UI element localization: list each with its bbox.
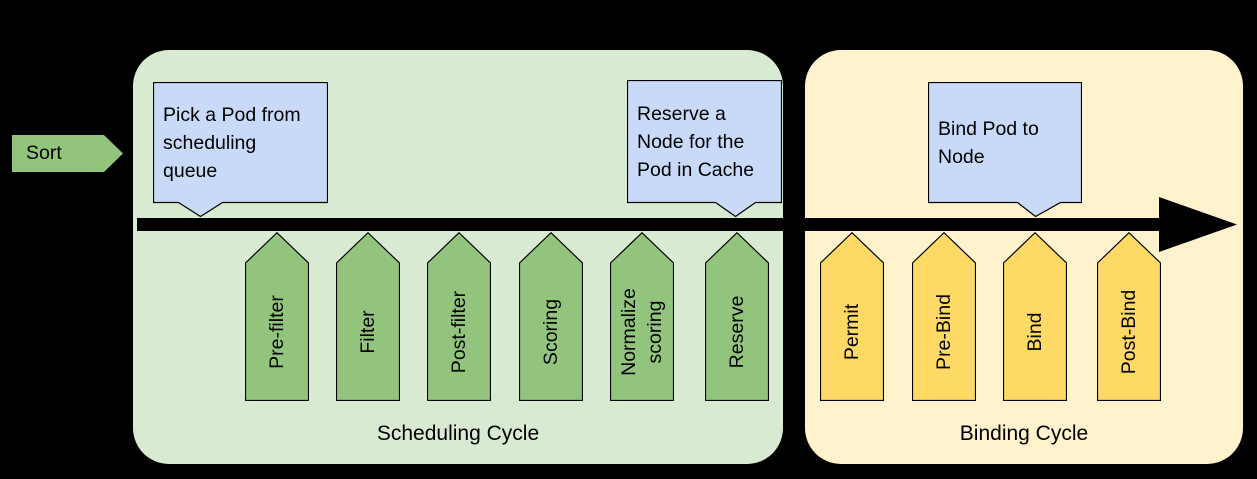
stage-label: Pre-Bind: [933, 294, 955, 370]
callout-text: Bind Pod to Node: [938, 117, 1039, 168]
up-arrow-shape: [912, 232, 976, 401]
stage-label: Post-filter: [448, 290, 470, 374]
stage-arrow-pre-bind: Pre-Bind: [912, 232, 976, 401]
stage-label: Post-Bind: [1118, 289, 1140, 375]
stage-label: Reserve: [726, 295, 748, 369]
stage-label: Scoring: [540, 298, 562, 366]
speech-bubble-shape: [928, 82, 1082, 217]
up-arrow-shape: [610, 232, 674, 401]
stage-label: Pre-filter: [266, 295, 288, 369]
timeline-arrow-shaft: [137, 218, 1163, 231]
callout-reserve-node: Reserve a Node for the Pod in Cache: [627, 80, 782, 217]
up-arrow-shape: [336, 232, 400, 401]
speech-bubble-shape: [627, 80, 782, 217]
binding-cycle-title: Binding Cycle: [959, 422, 1089, 445]
up-arrow-shape: [1003, 232, 1067, 401]
sort-step-label: Sort: [26, 142, 62, 164]
stage-arrow-post-filter: Post-filter: [427, 232, 491, 401]
stage-arrow-scoring: Scoring: [519, 232, 583, 401]
callout-text: Reserve a Node for the Pod in Cache: [637, 102, 755, 181]
up-arrow-shape: [1097, 232, 1161, 401]
stage-label: Permit: [841, 303, 863, 361]
stage-label: Bind: [1024, 312, 1046, 352]
stage-arrow-reserve: Reserve: [705, 232, 769, 401]
sort-step-arrow: Sort: [12, 135, 123, 172]
stage-arrow-filter: Filter: [336, 232, 400, 401]
stage-arrow-normalize-scoring: Normalize scoring: [610, 232, 674, 401]
up-arrow-shape: [427, 232, 491, 401]
stage-label: Normalize scoring: [618, 288, 666, 376]
speech-bubble-shape: [153, 82, 328, 217]
up-arrow-shape: [705, 232, 769, 401]
stage-label: Filter: [357, 310, 379, 354]
callout-pick-pod: Pick a Pod from scheduling queue: [153, 82, 328, 217]
stage-arrow-bind: Bind: [1003, 232, 1067, 401]
stage-arrow-pre-filter: Pre-filter: [245, 232, 309, 401]
scheduling-cycle-title: Scheduling Cycle: [376, 422, 540, 445]
up-arrow-shape: [820, 232, 884, 401]
callout-text: Pick a Pod from scheduling queue: [163, 103, 301, 182]
stage-arrow-permit: Permit: [820, 232, 884, 401]
up-arrow-shape: [519, 232, 583, 401]
up-arrow-shape: [245, 232, 309, 401]
callout-bind-pod: Bind Pod to Node: [928, 82, 1082, 217]
stage-arrow-post-bind: Post-Bind: [1097, 232, 1161, 401]
